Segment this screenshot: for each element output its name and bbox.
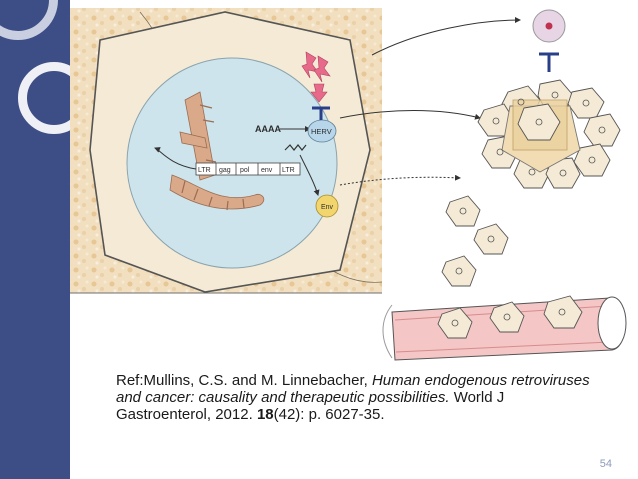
tumor-marker — [532, 9, 566, 43]
marker-inhibitor — [539, 52, 559, 72]
genome-ltr-left: LTR — [198, 167, 211, 174]
stimulus-arrows — [301, 51, 331, 103]
reference-volume: 18 — [256, 406, 274, 423]
reference-issue-pages: (42): p. 6027-35. — [273, 406, 385, 423]
metastasis-link — [382, 304, 393, 359]
herv-particle: HERV — [307, 119, 337, 143]
tumor-cluster-nuclei — [492, 91, 606, 177]
provirus-genome: LTR gag pol env LTR — [195, 162, 301, 176]
reference-title: Human endogenous retroviruses and cancer… — [116, 372, 590, 406]
genome-ltr-right: LTR — [282, 167, 295, 174]
arrow-to-metastasis — [339, 174, 461, 186]
arrow-to-marker — [371, 17, 521, 56]
chromosome-long — [169, 174, 265, 211]
reference-journal: World J Gastroenterol, 2012. — [116, 389, 505, 423]
env-protein: Env — [315, 194, 339, 218]
metastatic-cells — [441, 195, 509, 287]
left-decorative-band — [0, 0, 90, 479]
page-number: 54 — [599, 458, 612, 470]
env-mrna — [284, 144, 307, 151]
herv-label: HERV — [311, 127, 332, 136]
reference-citation: Ref:Mullins, C.S. and M. Linnebacher, Hu… — [116, 372, 596, 423]
transcription-arrow — [154, 147, 197, 170]
env-label: Env — [321, 204, 334, 211]
inhibitor-symbol — [312, 106, 330, 120]
env-arrow — [299, 154, 320, 196]
metastatic-nuclei — [455, 207, 495, 275]
genome-pol: pol — [240, 167, 250, 174]
genome-gag: gag — [219, 167, 231, 174]
reference-prefix: Ref:Mullins, C.S. and M. Linnebacher, — [116, 372, 372, 389]
tumor-cluster — [477, 79, 621, 189]
arrow-to-tumor — [339, 110, 481, 120]
blood-vessel — [391, 295, 627, 361]
genome-env: env — [261, 167, 273, 174]
polya-tail: AAAA — [255, 124, 281, 134]
